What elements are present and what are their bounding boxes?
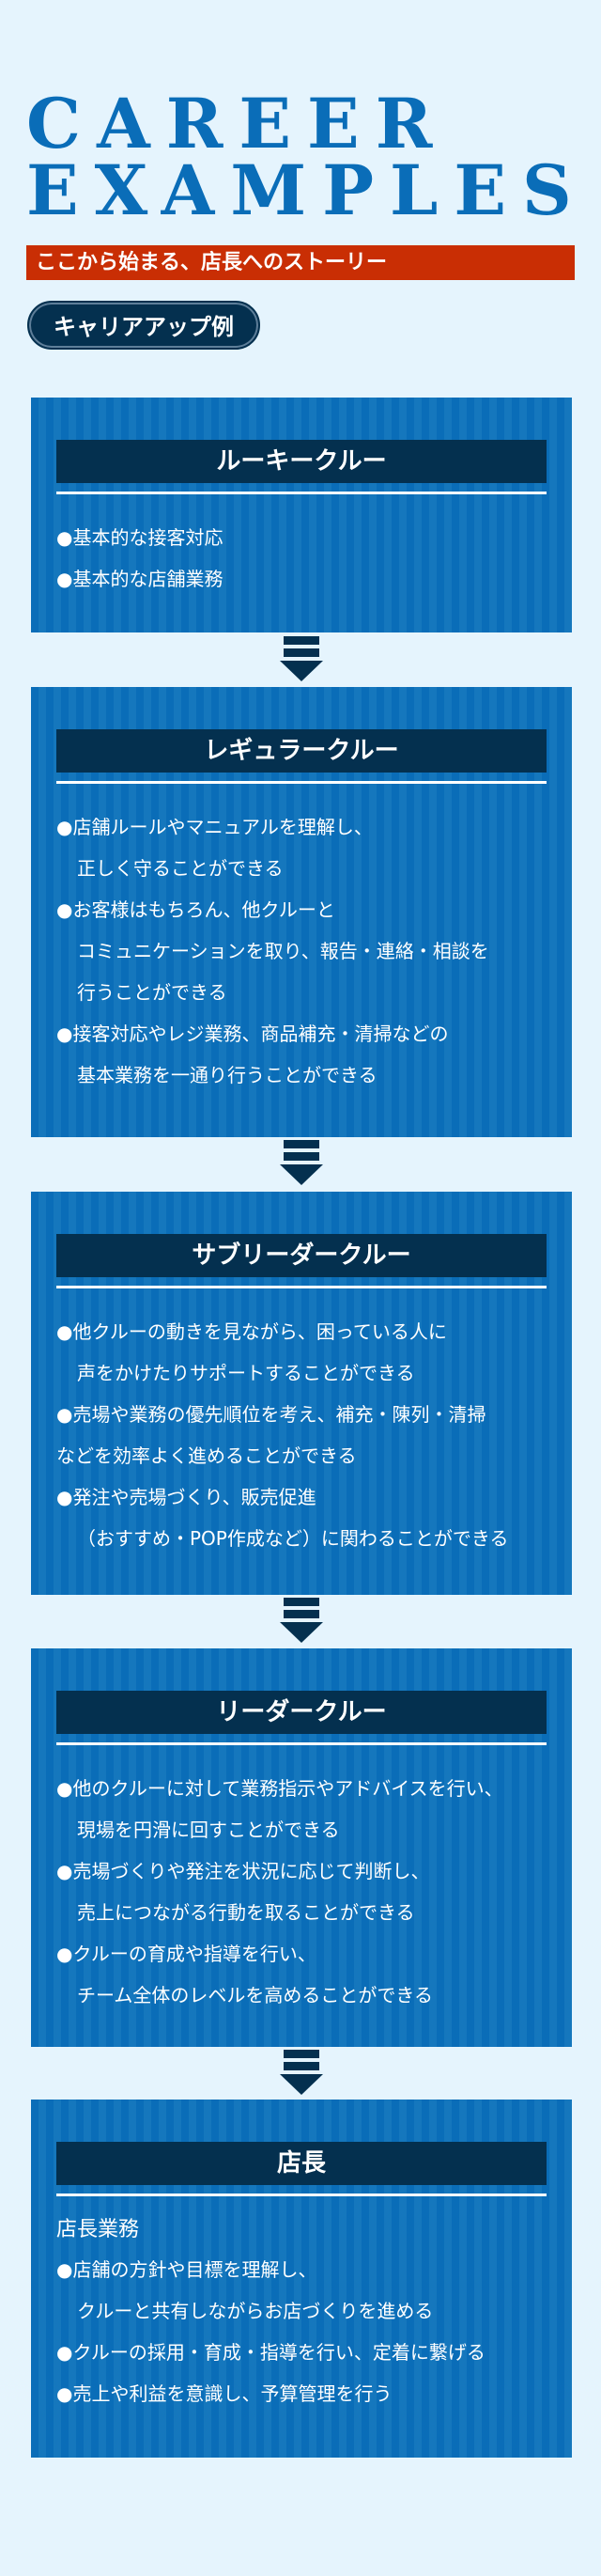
list-item: ●クルーの育成や指導を行い、 bbox=[56, 1943, 316, 1965]
list-item: ●基本的な接客対応 bbox=[56, 526, 223, 549]
list-item: ●他のクルーに対して業務指示やアドバイスを行い、 bbox=[56, 1777, 503, 1800]
list-item: 基本業務を一通り行うことができる bbox=[77, 1064, 378, 1086]
arrow-down-icon bbox=[280, 636, 323, 681]
stage-title: リーダークルー bbox=[56, 1691, 547, 1734]
list-item: ●売場や業務の優先順位を考え、補充・陳列・清掃 bbox=[56, 1403, 486, 1426]
stage-card-store-manager: 店長 店長業務 ●店舗の方針や目標を理解し、 クルーと共有しながらお店づくりを進… bbox=[31, 2100, 572, 2458]
list-item: ●お客様はもちろん、他クルーと bbox=[56, 898, 335, 921]
divider bbox=[56, 781, 547, 784]
list-item: ●接客対応やレジ業務、商品補充・清掃などの bbox=[56, 1023, 449, 1045]
arrow-down-icon bbox=[280, 1598, 323, 1643]
divider bbox=[56, 1742, 547, 1745]
stage-lead: 店長業務 bbox=[56, 2218, 140, 2241]
list-item: ●クルーの採用・育成・指導を行い、定着に繋げる bbox=[56, 2341, 485, 2364]
list-item: ●発注や売場づくり、販売促進 bbox=[56, 1486, 316, 1508]
stage-card-rookie: ルーキークルー ●基本的な接客対応 ●基本的な店舗業務 bbox=[31, 398, 572, 632]
arrow-down-icon bbox=[280, 2050, 323, 2095]
divider bbox=[56, 492, 547, 494]
list-item: 現場を円滑に回すことができる bbox=[77, 1819, 340, 1841]
list-item: ●店舗の方針や目標を理解し、 bbox=[56, 2258, 317, 2281]
list-item: チーム全体のレベルを高めることができる bbox=[77, 1984, 433, 2006]
list-item: ●売場づくりや発注を状況に応じて判断し、 bbox=[56, 1860, 430, 1882]
divider bbox=[56, 2194, 547, 2196]
stage-title: 店長 bbox=[56, 2142, 547, 2185]
list-item: ●他クルーの動きを見ながら、困っている人に bbox=[56, 1320, 447, 1343]
list-item: コミュニケーションを取り、報告・連絡・相談を bbox=[77, 940, 489, 962]
list-item: などを効率よく進めることができる bbox=[56, 1444, 357, 1467]
arrow-down-icon bbox=[280, 1140, 323, 1185]
list-item: ●売上や利益を意識し、予算管理を行う bbox=[56, 2382, 393, 2405]
list-item: 声をかけたりサポートすることができる bbox=[77, 1362, 415, 1384]
divider bbox=[56, 1286, 547, 1288]
list-item: 正しく守ることができる bbox=[77, 857, 284, 880]
title-examples: EXAMPLES bbox=[26, 150, 588, 231]
stage-card-sub-leader: サブリーダークルー ●他クルーの動きを見ながら、困っている人に 声をかけたりサポ… bbox=[31, 1192, 572, 1595]
career-up-badge: キャリアアップ例 bbox=[27, 301, 260, 350]
subtitle-banner: ここから始まる、店長へのストーリー bbox=[26, 245, 575, 280]
list-item: クルーと共有しながらお店づくりを進める bbox=[77, 2300, 434, 2322]
list-item: 行うことができる bbox=[77, 981, 227, 1004]
stage-card-regular: レギュラークルー ●店舗ルールやマニュアルを理解し、 正しく守ることができる ●… bbox=[31, 687, 572, 1137]
stage-card-leader: リーダークルー ●他のクルーに対して業務指示やアドバイスを行い、 現場を円滑に回… bbox=[31, 1648, 572, 2047]
list-item: ●店舗ルールやマニュアルを理解し、 bbox=[56, 816, 373, 838]
list-item: 売上につながる行動を取ることができる bbox=[77, 1901, 415, 1924]
stage-title: レギュラークルー bbox=[56, 729, 547, 773]
list-item: （おすすめ・POP作成など）に関わることができる bbox=[77, 1527, 509, 1550]
title-career: CAREER bbox=[26, 84, 449, 164]
stage-title: サブリーダークルー bbox=[56, 1234, 547, 1277]
stage-title: ルーキークルー bbox=[56, 440, 547, 483]
list-item: ●基本的な店舗業務 bbox=[56, 568, 223, 590]
